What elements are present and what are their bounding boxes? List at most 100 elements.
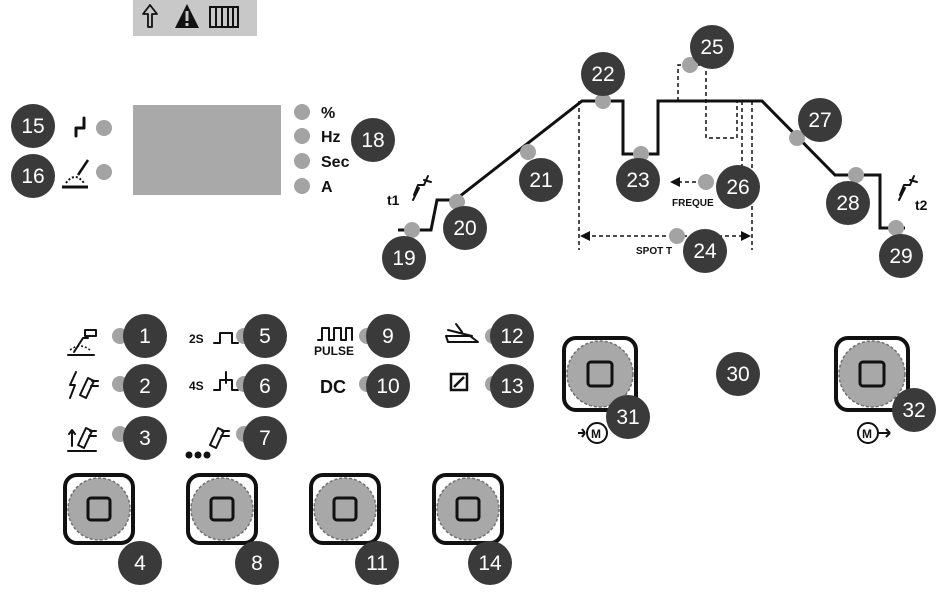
callout-badge-number: 1 [139, 325, 151, 348]
callout-badge-number: 6 [259, 375, 271, 398]
arc-force-led [96, 164, 112, 180]
callout-badge-21: 21 [519, 158, 563, 202]
graph-led-25 [682, 57, 698, 73]
callout-badge-10: 10 [366, 364, 410, 408]
callout-badge-circle [123, 416, 167, 460]
graph-led-22 [595, 93, 611, 109]
callout-badge-circle [519, 158, 563, 202]
callout-badge-circle [606, 395, 650, 439]
unit-led-percent [294, 104, 310, 120]
callout-badge-3: 3 [123, 416, 167, 460]
graph-led-21 [520, 144, 536, 160]
callout-badge-number: 23 [626, 169, 649, 192]
callout-badge-number: 21 [529, 169, 552, 192]
mode-button-8[interactable] [186, 473, 258, 545]
memory-recall-button[interactable] [562, 336, 638, 412]
callout-badge-11: 11 [355, 541, 399, 585]
callout-badge-22: 22 [581, 52, 625, 96]
callout-badge-circle [243, 314, 287, 358]
callout-badge-circle [118, 541, 162, 585]
callout-badge-circle [616, 158, 660, 202]
callout-badge-circle [355, 541, 399, 585]
torch-trigger-press-icon [412, 175, 432, 201]
callout-badge-number: 5 [259, 325, 271, 348]
frequency-label: FREQUE [672, 198, 714, 209]
arc-force-icon [62, 159, 90, 189]
torch-trigger-release-icon [898, 175, 918, 201]
callout-badge-circle [716, 165, 760, 209]
tig-scratch-icon [67, 427, 97, 452]
callout-badge-circle [490, 364, 534, 408]
callout-badge-number: 20 [453, 217, 476, 240]
tig-lift-icon [67, 329, 97, 356]
unit-label-hz: Hz [321, 129, 341, 146]
callout-badge-16: 16 [11, 154, 55, 198]
callout-badge-2: 2 [123, 364, 167, 408]
callout-badge-number: 25 [700, 36, 723, 59]
svg-text:M: M [591, 427, 601, 441]
graph-led-29 [888, 220, 904, 236]
spot-time-arrowhead-left [580, 231, 590, 241]
spot-weld-icon [185, 427, 230, 459]
callout-badge-number: 16 [21, 165, 44, 188]
callout-badge-23: 23 [616, 158, 660, 202]
callout-badge-circle [366, 314, 410, 358]
memory-recall-icon: M [578, 422, 608, 444]
unit-label-percent: % [321, 105, 335, 122]
callout-badge-circle [351, 118, 395, 162]
callout-badge-circle [11, 154, 55, 198]
callout-badge-circle [581, 52, 625, 96]
graph-led-19 [404, 222, 420, 238]
callout-badge-18: 18 [351, 118, 395, 162]
callout-badge-26: 26 [716, 165, 760, 209]
callout-badge-25: 25 [690, 25, 734, 69]
callout-badge-8: 8 [235, 541, 279, 585]
graph-led-27 [789, 130, 805, 146]
callout-badge-5: 5 [243, 314, 287, 358]
callout-badge-circle [690, 25, 734, 69]
graph-led-23 [633, 146, 649, 162]
callout-badge-13: 13 [490, 364, 534, 408]
callout-badge-number: 28 [836, 192, 859, 215]
callout-badge-circle [683, 229, 727, 273]
callout-badge-number: 32 [902, 399, 925, 422]
callout-badge-7: 7 [243, 416, 287, 460]
t2-label: t2 [915, 197, 928, 213]
mode-button-11[interactable] [309, 473, 381, 545]
two-stroke-icon [213, 332, 239, 344]
callout-badge-number: 18 [361, 129, 384, 152]
dc-label: DC [320, 377, 346, 397]
spot-time-arrowhead-right [741, 231, 751, 241]
hot-start-icon [74, 116, 86, 138]
callout-badge-number: 19 [392, 247, 415, 270]
callout-badge-number: 4 [134, 552, 146, 575]
callout-badge-14: 14 [468, 541, 512, 585]
pulse-label: PULSE [314, 344, 354, 358]
callout-badge-number: 27 [808, 109, 831, 132]
callout-badge-15: 15 [11, 104, 55, 148]
callout-badge-20: 20 [443, 206, 487, 250]
two-stroke-label: 2S [189, 332, 204, 346]
mode-button-4[interactable] [63, 473, 135, 545]
unit-label-sec: Sec [321, 154, 350, 171]
callout-badge-number: 14 [478, 552, 502, 575]
callout-badge-circle [892, 388, 936, 432]
callout-badge-number: 3 [139, 427, 151, 450]
callout-badge-number: 13 [500, 375, 523, 398]
memory-save-icon: M [857, 422, 891, 444]
memory-save-button[interactable] [834, 336, 910, 412]
callout-badge-6: 6 [243, 364, 287, 408]
four-stroke-label: 4S [189, 379, 204, 393]
frequency-arrowhead [670, 177, 680, 187]
manual-book-icon [209, 6, 239, 28]
callout-badge-number: 30 [726, 363, 749, 386]
callout-badge-31: 31 [606, 395, 650, 439]
mode-button-14[interactable] [432, 473, 504, 545]
callout-badge-9: 9 [366, 314, 410, 358]
callout-badge-number: 10 [376, 375, 399, 398]
callout-badge-number: 26 [726, 176, 749, 199]
callout-badge-circle [235, 541, 279, 585]
pulse-wave-icon [317, 327, 353, 341]
callout-badge-4: 4 [118, 541, 162, 585]
